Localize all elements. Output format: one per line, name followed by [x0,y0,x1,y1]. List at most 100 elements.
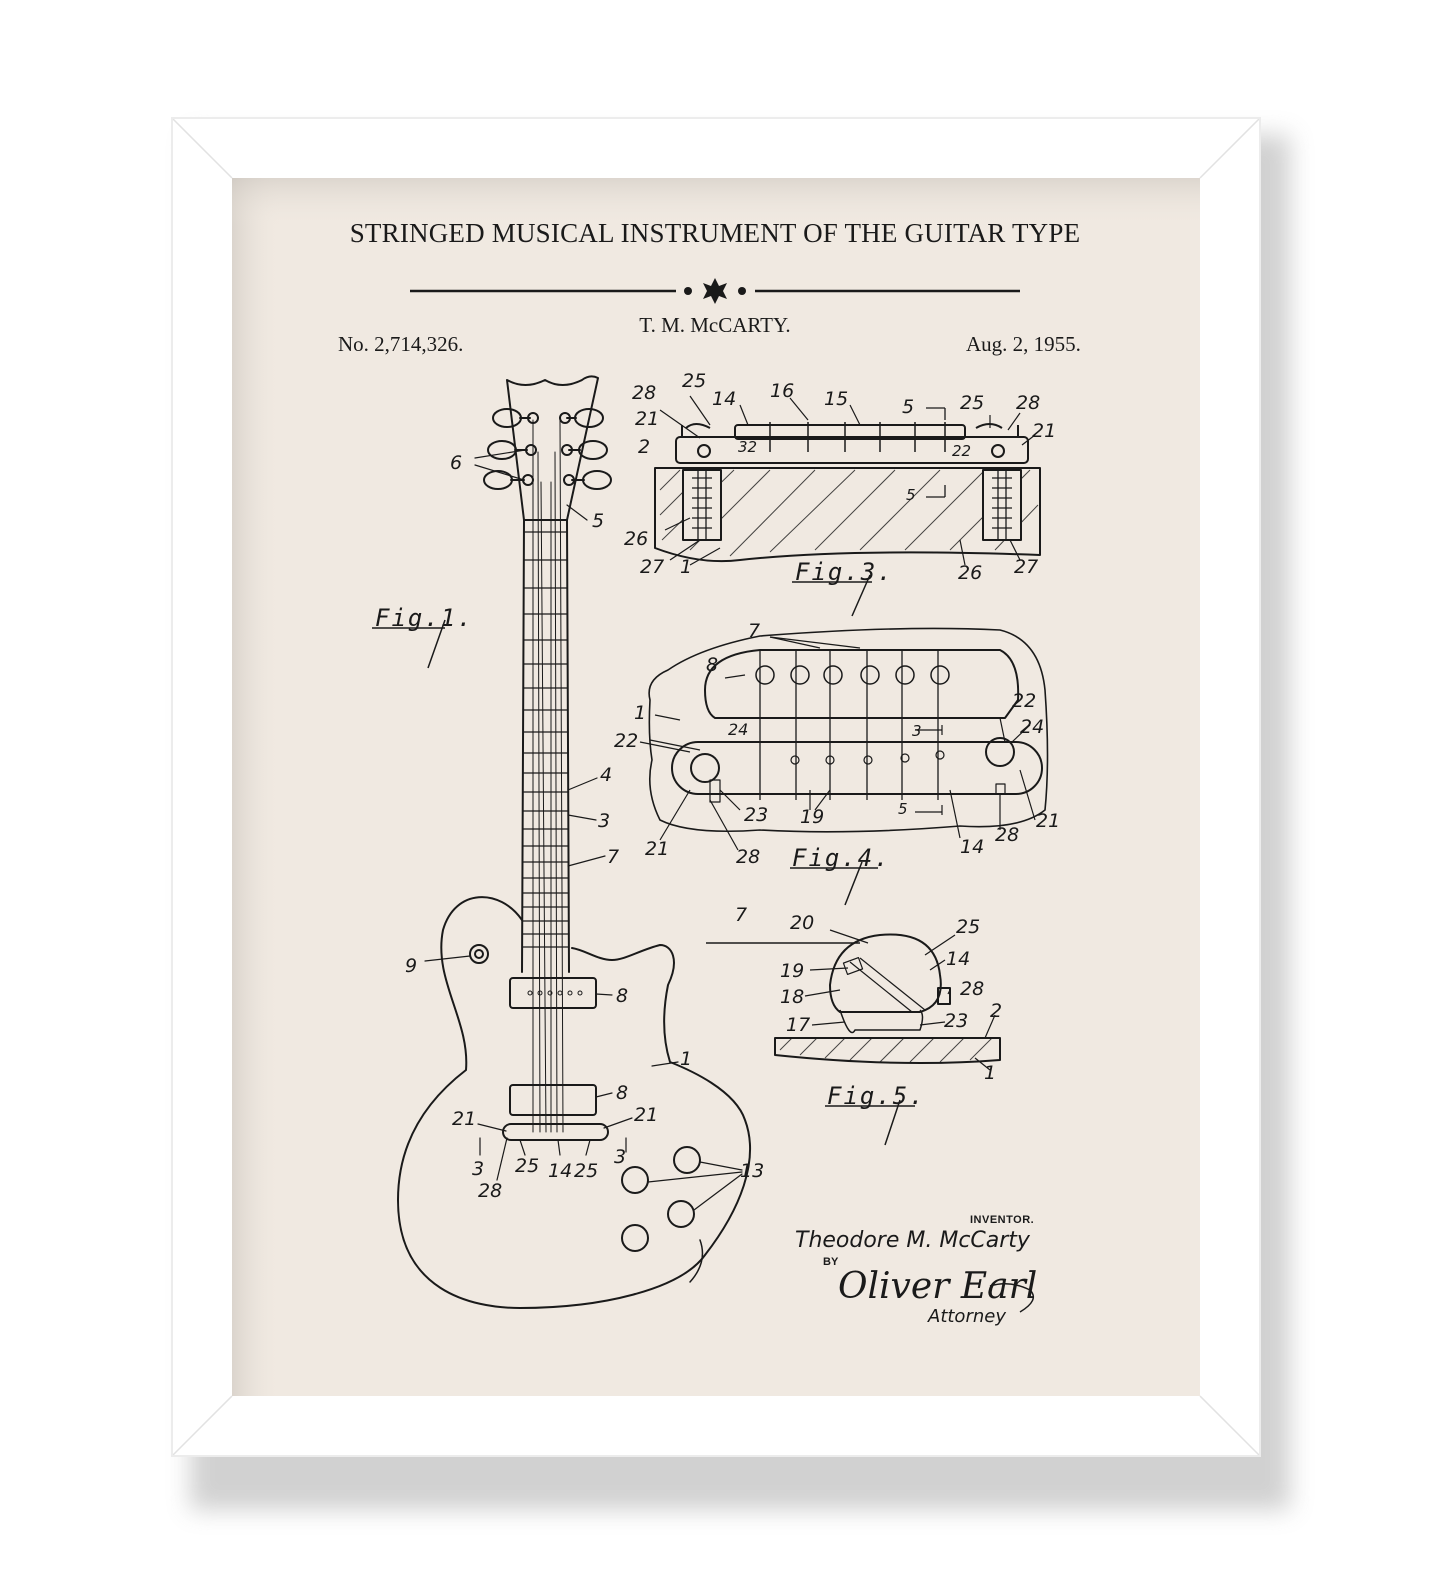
body [397,896,752,1309]
ref-label: 13 [740,1160,765,1182]
patent-date: Aug. 2, 1955. [966,332,1081,356]
ref-label: 4 [600,764,613,786]
fig5-bridge-detail [706,929,1001,1071]
knob-1 [673,1146,701,1174]
ref-label: 26 [958,562,983,584]
ref-label: 6 [450,452,463,474]
inventor-name: T. M. McCARTY. [639,313,791,337]
tuners-left [483,408,539,490]
ref-label: 17 [786,1014,811,1036]
ref-label: 20 [790,912,815,934]
ref-label: 14 [946,948,971,970]
ref-label: 32 [738,438,758,456]
ref-label: 3 [598,810,611,832]
knob-4 [621,1224,649,1252]
patent-title: STRINGED MUSICAL INSTRUMENT OF THE GUITA… [349,218,1081,248]
ref-label: 21 [1036,810,1061,832]
ref-label: 15 [824,388,849,410]
ref-label: 7 [748,620,761,642]
ref-label: 5 [898,800,908,818]
ref-label: 25 [682,370,707,392]
figure-caption-strokes [372,574,1035,1313]
bridge-pickup [509,1084,597,1116]
ref-label: 18 [780,986,805,1008]
ref-label: 3 [472,1158,485,1180]
attorney-signature: Oliver Earl [838,1266,1038,1307]
ref-label: 3 [614,1146,627,1168]
ref-label: 21 [635,408,660,430]
ref-label: 9 [405,955,418,977]
ref-label: 7 [735,904,748,926]
ref-label: 28 [736,846,761,868]
inventor-signature: Theodore M. McCarty [795,1228,1030,1253]
inventor-caption: INVENTOR. [970,1214,1035,1226]
ref-label: 22 [614,730,639,752]
ref-label: 1 [634,702,647,724]
ref-label: 14 [548,1160,573,1182]
ref-label: 1 [680,1048,693,1070]
ref-label: 24 [1020,716,1045,738]
ref-label: 2 [638,436,651,458]
fig3-caption: Fig.3. [795,558,894,586]
fig5-caption: Fig.5. [827,1082,926,1110]
ref-label: 5 [906,486,916,504]
by-label: BY [823,1256,839,1268]
ref-label: 28 [1016,392,1041,414]
ornament-divider [410,278,1020,304]
fig1-caption: Fig.1. [375,604,474,632]
ref-label: 2 [990,1000,1003,1022]
ref-label: 28 [995,824,1020,846]
ref-label: 28 [478,1180,503,1202]
ref-label: 21 [645,838,670,860]
fig3-bridge-section [654,395,1041,566]
ref-label: 25 [960,392,985,414]
frame-bevels [171,117,1261,1457]
ref-label: 8 [616,1082,629,1104]
neck-pickup [509,977,597,1009]
tuners-right [559,408,612,490]
ref-label: 26 [624,528,649,550]
ref-label: 25 [574,1160,599,1182]
ref-label: 19 [780,960,805,982]
toggle-switch [469,944,489,964]
ref-label: 1 [680,556,693,578]
knob-3 [667,1200,695,1228]
ref-label: 5 [902,396,915,418]
fig1-guitar-drawing [397,375,752,1309]
ref-label: 23 [744,804,769,826]
headstock [506,375,599,521]
ref-label: 25 [956,916,981,938]
ref-label: 27 [640,556,665,578]
ref-label: 22 [952,442,972,460]
ref-label: 21 [1032,420,1057,442]
ref-label: 27 [1014,556,1039,578]
ref-label: 23 [944,1010,969,1032]
patent-number: No. 2,714,326. [338,332,464,356]
ref-label: 28 [632,382,657,404]
ref-label: 3 [912,722,922,740]
ref-label: 5 [592,510,605,532]
ref-label: 24 [728,720,749,739]
ref-label: 7 [607,846,620,868]
ref-label: 16 [770,380,795,402]
ref-label: 22 [1012,690,1037,712]
ref-label: 21 [452,1108,477,1130]
knob-2 [621,1166,649,1194]
ref-label: 14 [712,388,737,410]
ref-label: 8 [616,985,629,1007]
ref-label: 25 [515,1155,540,1177]
ref-label: 14 [960,836,985,858]
attorney-caption: Attorney [928,1306,1006,1327]
neck [521,519,570,973]
ref-label: 8 [706,654,719,676]
fig4-pickup-bridge-top-view [639,627,1049,851]
ref-label: 1 [984,1062,997,1084]
frets [522,531,570,948]
ref-label: 21 [634,1104,659,1126]
strings [532,419,564,1133]
bridge [502,1123,609,1141]
ref-label: 19 [800,806,825,828]
ref-label: 28 [960,978,985,1000]
fig4-caption: Fig.4. [792,844,891,872]
